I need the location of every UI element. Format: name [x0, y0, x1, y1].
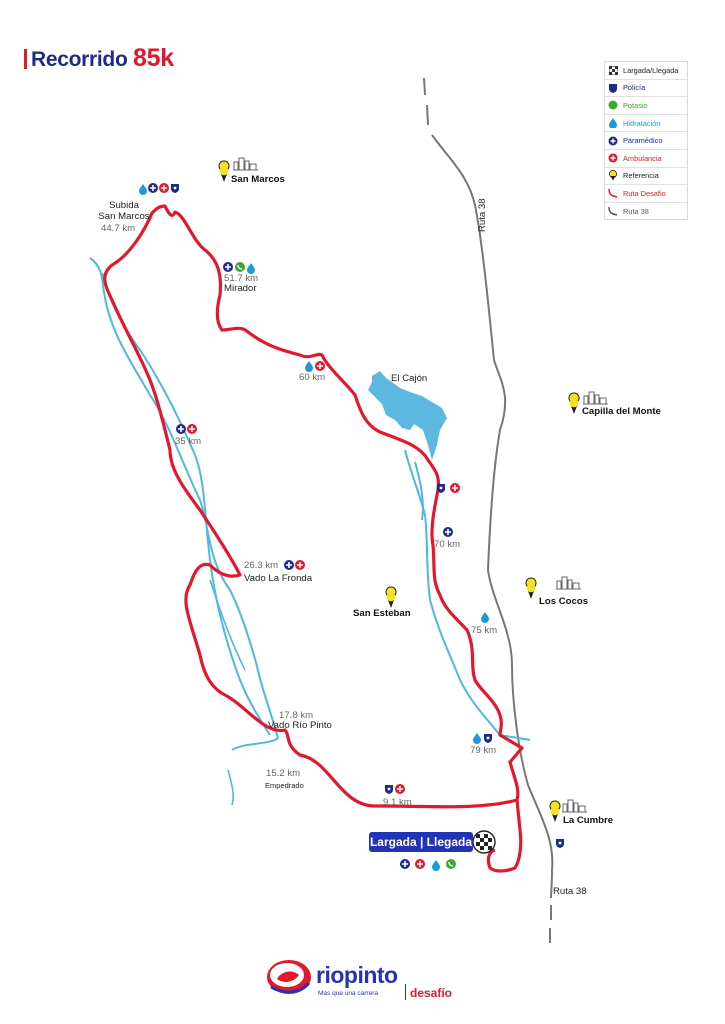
checkpoint-rio-pinto-name: Vado Río Pinto — [268, 720, 332, 731]
race-route — [103, 204, 524, 809]
checkpoint-70-km: 70 km — [434, 539, 461, 550]
ambulance-cross-icon — [608, 153, 618, 163]
legend-label: Ruta 38 — [623, 206, 649, 216]
legend-paramedic: Paramédico — [605, 132, 687, 150]
icons-cajon-exit — [437, 482, 461, 494]
legend-label: Ambulancia — [623, 153, 662, 163]
legend-label: Policía — [623, 83, 646, 93]
city-san-marcos — [232, 157, 259, 171]
town-san-esteban: San Esteban — [353, 608, 411, 619]
legend-label: Hidratación — [623, 118, 661, 128]
pin-san-marcos — [218, 160, 230, 183]
title-distance: 85k — [133, 44, 174, 72]
icons-fronda — [283, 559, 306, 571]
riopinto-logo-icon — [267, 960, 311, 994]
checkpoint-empedrado-km: 15.2 km — [266, 768, 301, 779]
potassium-icon — [608, 100, 618, 110]
icons-start — [399, 858, 457, 871]
town-capilla-del-monte: Capilla del Monte — [582, 406, 661, 417]
start-finish-banner: Largada | Llegada — [369, 832, 473, 852]
town-san-marcos: San Marcos — [231, 174, 285, 185]
place-el-cajon: El Cajón — [391, 373, 428, 384]
brand-name: riopinto — [316, 962, 398, 988]
checkpoint-35-km: 35 km — [175, 436, 202, 447]
start-flag-icon — [472, 830, 496, 854]
river-middle — [209, 579, 246, 806]
race-route-start-spur — [486, 799, 523, 873]
legend-water: Hidratación — [605, 115, 687, 133]
checkpoint-75-km: 75 km — [471, 625, 498, 636]
pin-los-cocos — [525, 577, 537, 600]
checkpoint-fronda-name: Vado La Fronda — [244, 573, 313, 584]
legend-reference: Referencia — [605, 168, 687, 186]
legend-police: Policía — [605, 80, 687, 98]
ruta-38-road — [423, 77, 554, 943]
icons-35 — [175, 423, 198, 435]
legend-start: Largada/Llegada — [605, 62, 687, 80]
checkpoint-rio-pinto-km: 17.8 km — [279, 710, 314, 721]
legend-route-desafio: Ruta Desafio — [605, 185, 687, 203]
brand-separator — [405, 984, 406, 1000]
brand-desafio: desafío — [410, 986, 453, 1000]
paramedic-cross-icon — [608, 136, 618, 146]
icons-9 — [385, 783, 406, 795]
icons-70 — [442, 526, 454, 538]
pin-la-cumbre — [549, 800, 561, 823]
legend-label: Paramédico — [623, 136, 663, 146]
checkpoint-79-km: 79 km — [470, 745, 497, 756]
route-gray-icon — [608, 207, 618, 216]
title-bar — [24, 49, 27, 69]
river-west — [89, 257, 280, 751]
checkpoint-empedrado-name: Empedrado — [265, 781, 304, 790]
water-drop-icon — [609, 118, 617, 129]
checkpoint-mirador-name: Mirador — [224, 283, 257, 294]
legend-label: Referencia — [623, 171, 659, 181]
icons-79 — [473, 733, 492, 744]
reference-pin-icon — [609, 169, 617, 181]
river-east — [404, 449, 531, 741]
town-la-cumbre: La Cumbre — [563, 815, 614, 826]
lake-el-cajon — [368, 371, 447, 460]
city-capilla — [582, 391, 609, 405]
title-prefix: Recorrido — [31, 48, 128, 71]
legend-ambulance: Ambulancia — [605, 150, 687, 168]
route-red-icon — [608, 189, 618, 199]
checkpoint-9-km: 9.1 km — [383, 797, 412, 808]
checkered-flag-icon — [608, 65, 618, 75]
icons-subida — [139, 182, 179, 195]
checkpoint-subida-km: 44.7 km — [101, 223, 136, 234]
road-label-ruta-38-lower: Ruta 38 — [553, 886, 587, 897]
legend-route-38: Ruta 38 — [605, 203, 687, 220]
police-badge-icon — [609, 83, 617, 93]
legend-label: Ruta Desafio — [623, 188, 666, 198]
pin-capilla — [568, 392, 580, 415]
icons-60 — [305, 360, 326, 372]
checkpoint-subida-title: Subida San Marcos — [98, 200, 150, 222]
icons-ruta38-police — [556, 839, 564, 848]
checkpoint-fronda-km: 26.3 km — [244, 560, 279, 571]
map-legend: Largada/Llegada Policía Potasio Hidratac… — [604, 61, 688, 221]
page-title: Recorrido 85k — [24, 44, 174, 73]
pin-san-esteban — [385, 586, 397, 609]
checkpoint-60-km: 60 km — [299, 372, 326, 383]
city-la-cumbre — [561, 799, 588, 813]
legend-label: Potasio — [623, 100, 648, 110]
city-los-cocos — [555, 576, 582, 590]
icons-75 — [481, 612, 489, 623]
checkpoint-mirador-km: 51.7 km — [224, 273, 259, 284]
brand-tagline: Más que una carrera — [318, 990, 378, 997]
road-label-ruta-38-upper: Ruta 38 — [477, 198, 488, 232]
legend-potasio: Potasio — [605, 97, 687, 115]
legend-label: Largada/Llegada — [623, 65, 679, 75]
town-los-cocos: Los Cocos — [539, 596, 589, 607]
